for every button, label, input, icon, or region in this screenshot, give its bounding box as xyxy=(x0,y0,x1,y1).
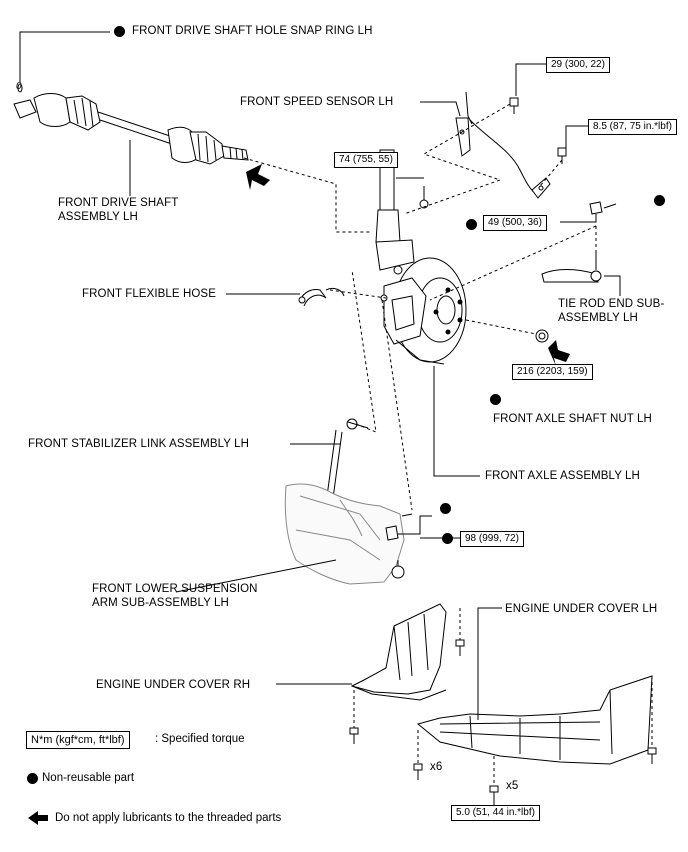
speed-sensor-label: FRONT SPEED SENSOR LH xyxy=(240,96,394,108)
lower-arm-label-line2: ARM SUB-ASSEMBLY LH xyxy=(92,597,229,609)
flex-hose-drawing xyxy=(298,287,345,307)
legend-non-reusable-dot-icon xyxy=(27,773,38,784)
lower-arm-drawing xyxy=(284,483,405,585)
ball-joint-drawing xyxy=(391,560,405,579)
qty-x5-label: x5 xyxy=(506,780,519,792)
legend-arrow-icon xyxy=(28,811,48,825)
torque-216: 216 (2203, 159) xyxy=(512,364,593,380)
legend-no-lube-text: Do not apply lubricants to the threaded … xyxy=(55,812,282,824)
flex-hose-label: FRONT FLEXIBLE HOSE xyxy=(82,288,216,300)
torque-29: 29 (300, 22) xyxy=(546,57,610,73)
drive-shaft-label-line1: FRONT DRIVE SHAFT xyxy=(58,197,179,209)
stab-link-label: FRONT STABILIZER LINK ASSEMBLY LH xyxy=(28,438,250,450)
axle-drawing xyxy=(380,257,467,365)
qty-x6-label: x6 xyxy=(430,761,443,773)
torque-5-0: 5.0 (51, 44 in.*lbf) xyxy=(451,805,540,821)
legend-torque-box: N*m (kgf*cm, ft*lbf) xyxy=(26,731,130,749)
snap-ring-tag: 0 xyxy=(16,81,22,92)
cover-screws xyxy=(349,608,657,806)
legend-torque-text: : Specified torque xyxy=(155,733,245,745)
tie-rod-label-line2: ASSEMBLY LH xyxy=(558,312,638,324)
non-reusable-dot-icon xyxy=(490,394,501,405)
torque-8-5: 8.5 (87, 75 in.*lbf) xyxy=(588,119,677,135)
non-reusable-dot-icon xyxy=(654,195,665,206)
non-reusable-dot-icon xyxy=(440,503,451,514)
drive-shaft-label-line2: ASSEMBLY LH xyxy=(58,211,138,223)
legend-non-reusable-text: Non-reusable part xyxy=(42,772,135,784)
non-reusable-dot-icon xyxy=(114,26,125,37)
torque-98: 98 (999, 72) xyxy=(460,531,524,547)
arrow-axle-nut xyxy=(548,340,570,366)
speed-sensor-drawing xyxy=(455,91,551,199)
tie-rod-drawing xyxy=(541,250,602,283)
axle-assembly-label: FRONT AXLE ASSEMBLY LH xyxy=(485,470,640,482)
non-reusable-dot-icon xyxy=(442,533,453,544)
cover-lh-drawing xyxy=(416,675,653,765)
cover-lh-label: ENGINE UNDER COVER LH xyxy=(505,603,658,615)
torque-49: 49 (500, 36) xyxy=(483,215,547,231)
tie-rod-label-line1: TIE ROD END SUB- xyxy=(558,298,665,310)
axle-nut-label: FRONT AXLE SHAFT NUT LH xyxy=(493,413,652,425)
cover-rh-drawing xyxy=(350,603,447,701)
torque-74: 74 (755, 55) xyxy=(334,152,398,168)
cover-rh-label: ENGINE UNDER COVER RH xyxy=(96,679,251,691)
snap-ring-label: FRONT DRIVE SHAFT HOLE SNAP RING LH xyxy=(132,25,373,37)
non-reusable-dot-icon xyxy=(466,219,477,230)
drive-shaft-drawing xyxy=(13,93,249,165)
arrow-drive-shaft xyxy=(246,164,270,190)
lower-arm-label-line1: FRONT LOWER SUSPENSION xyxy=(92,583,258,595)
